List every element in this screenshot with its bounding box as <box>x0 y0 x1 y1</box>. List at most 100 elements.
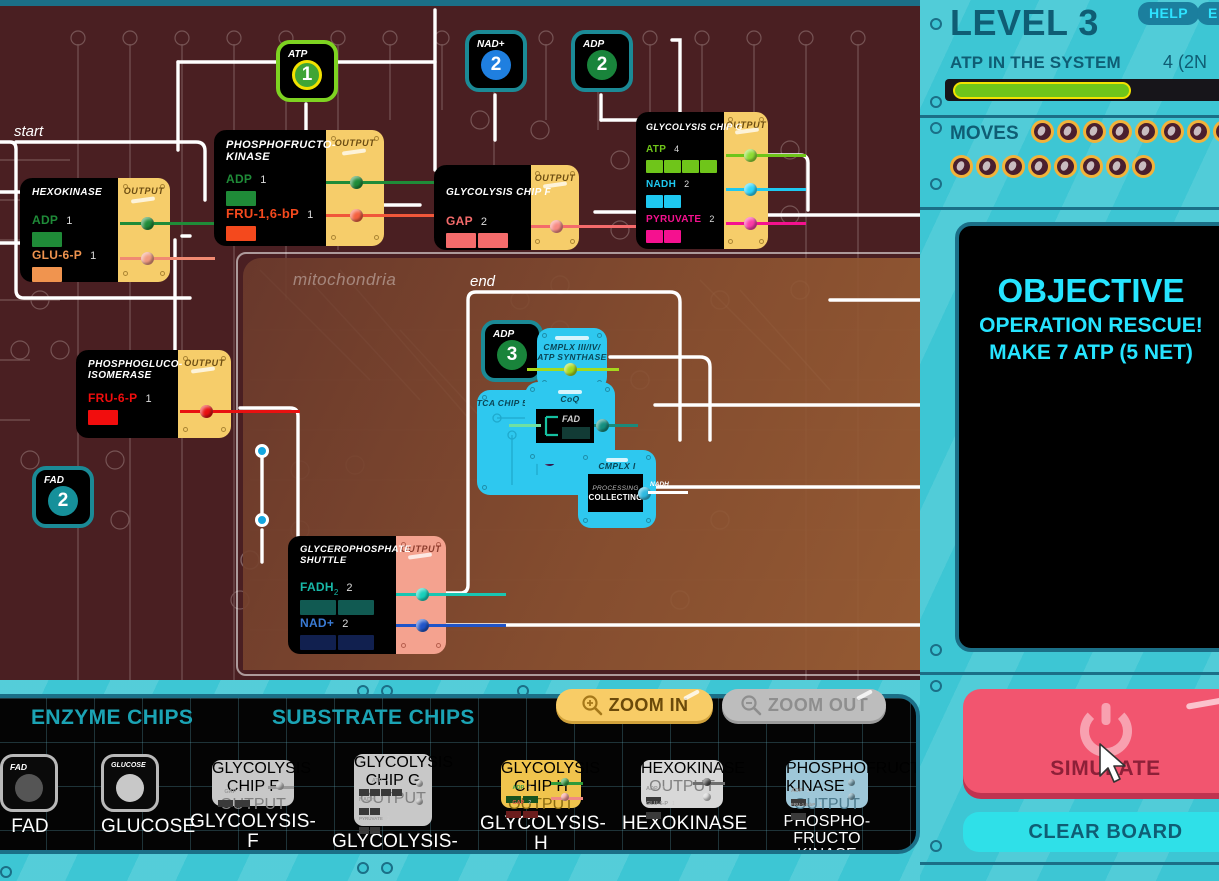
molecule-count: 2 <box>480 216 488 228</box>
move-dot <box>1080 155 1103 178</box>
bolt <box>930 18 942 30</box>
substrate-chips-header: SUBSTRATE CHIPS <box>272 706 475 729</box>
tray-chip-graphic: FAD <box>0 754 58 812</box>
moves-row-bottom <box>950 155 1155 178</box>
move-dot <box>1028 155 1051 178</box>
chip-title: PHOSPHOFRUCTO-KINASE <box>226 139 336 164</box>
help-button[interactable]: HELP <box>1138 2 1199 25</box>
board-top-rule <box>0 0 920 6</box>
zoom-in-icon <box>581 695 602 716</box>
bolt <box>930 96 942 108</box>
bolt <box>930 680 942 692</box>
tray-item-fad[interactable]: FAD FAD <box>0 754 60 837</box>
output-label: OUTPUT <box>184 358 225 368</box>
end-label: end <box>470 273 496 290</box>
molecule-name: NAD+ <box>300 616 335 630</box>
molecule-count: 1 <box>145 393 152 405</box>
token-fad[interactable]: FAD 2 <box>32 466 94 528</box>
zoom-out-button[interactable]: ZOOM OUT <box>722 689 886 721</box>
clear-board-button[interactable]: CLEAR BOARD <box>963 812 1219 852</box>
molecule-name: GAP <box>512 800 525 806</box>
molecule-count: 4 <box>386 778 390 784</box>
move-dot <box>976 155 999 178</box>
molecule-count: 2 <box>342 618 349 630</box>
tray-chip-title: PHOSPHOFRUCTO-KINASE <box>786 760 916 795</box>
molecule-name: ADP <box>791 788 803 794</box>
module-cmplx-i[interactable]: CMPLX I PROCESSING COLLECTING NADH <box>578 450 688 528</box>
panel-divider <box>920 672 1219 675</box>
cmplx1-collecting-label: COLLECTING <box>588 492 643 502</box>
token-atp[interactable]: ATP 1 <box>276 40 338 102</box>
extra-button[interactable]: E <box>1197 2 1219 25</box>
molecule-name: PYRUVATE <box>359 816 383 821</box>
zoom-in-label: ZOOM IN <box>608 694 689 715</box>
objective-line-1: OPERATION RESCUE! <box>979 314 1203 337</box>
molecule-name: NADH <box>646 179 677 190</box>
zoom-in-button[interactable]: ZOOM IN <box>556 689 713 721</box>
zoom-out-label: ZOOM OUT <box>767 694 869 715</box>
move-dot <box>1106 155 1129 178</box>
tray-item-glucose[interactable]: GLUCOSE GLUCOSE <box>101 754 196 837</box>
token-adp-mito[interactable]: ADP 3 <box>481 320 543 382</box>
molecule-name: ADP <box>646 786 658 792</box>
module-label: CMPLX III/IV/ ATP SYNTHASE <box>537 342 607 363</box>
molecule-name: GAP <box>224 789 237 795</box>
moves-label: MOVES <box>950 123 1019 144</box>
chip-title: HEXOKINASE <box>32 187 103 198</box>
token-label: ADP <box>583 39 605 50</box>
move-dot <box>1031 120 1054 143</box>
cmplx1-processing-label: PROCESSING <box>592 484 639 492</box>
bolt <box>0 866 12 878</box>
molecule-count: 2 <box>240 789 244 795</box>
coq-fad-label: FAD <box>562 414 580 424</box>
wire-node[interactable] <box>255 444 269 458</box>
bolt <box>930 178 942 190</box>
move-dot <box>1083 120 1106 143</box>
molecule-name: FRU-6-P <box>88 391 138 405</box>
molecule-name: ADP <box>512 785 525 791</box>
molecule-name: PYRUVATE <box>646 214 702 225</box>
tray-item-label: GLYCOLYSIS-G <box>332 831 458 852</box>
move-dot <box>1213 120 1219 143</box>
molecule-count: 2 <box>378 797 382 803</box>
objective-line-2: MAKE 7 ATP (5 NET) <box>989 341 1193 364</box>
panel-divider <box>920 862 1219 865</box>
move-dot <box>1161 120 1184 143</box>
output-label: OUTPUT <box>400 544 442 554</box>
bolt <box>930 644 942 656</box>
token-adp-top[interactable]: ADP 2 <box>571 30 633 92</box>
move-dot <box>1002 155 1025 178</box>
module-cmplx-iii-iv-atp-synthase[interactable]: CMPLX III/IV/ ATP SYNTHASE <box>527 328 619 390</box>
molecule-count: 2 <box>386 816 390 822</box>
module-label: TCA CHIP 5 <box>476 398 528 408</box>
cmplx1-output-label: NADH <box>650 481 669 488</box>
tray-chip-graphic: GLUCOSE <box>101 754 159 812</box>
tray-item-label: GLUCOSE <box>101 816 196 837</box>
molecule-name: ATP <box>371 778 383 784</box>
tray-chip-title: GLYCOLYSIS CHIP G <box>354 754 453 789</box>
atp-progress-fill <box>953 82 1131 99</box>
game-board[interactable]: mitochondria <box>0 0 920 680</box>
mouse-cursor <box>1098 742 1132 793</box>
molecule-count: 1 <box>307 209 314 221</box>
wire-node[interactable] <box>255 513 269 527</box>
simulate-button[interactable]: SIMULATE <box>963 689 1219 793</box>
token-nad[interactable]: NAD+ 2 <box>465 30 527 92</box>
molecule-row: NAD+ 2 <box>300 614 374 650</box>
